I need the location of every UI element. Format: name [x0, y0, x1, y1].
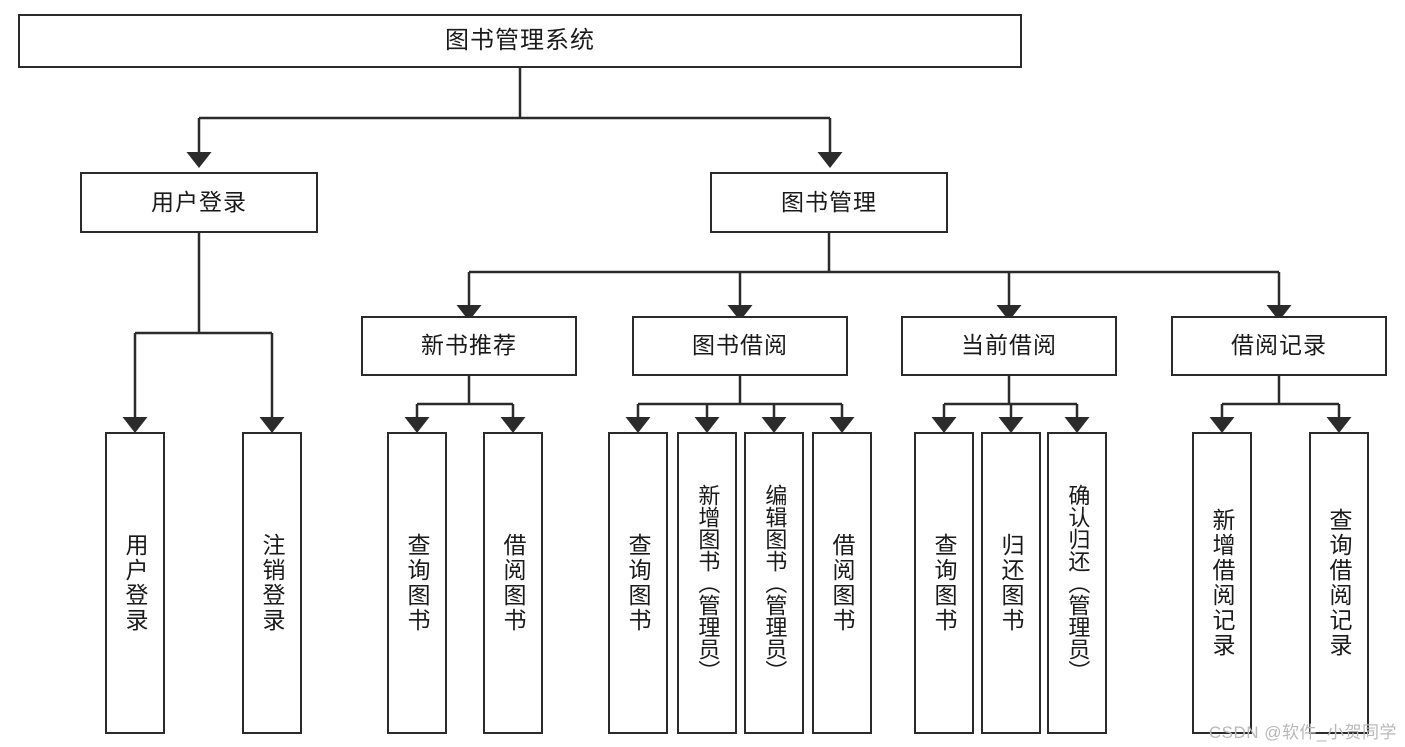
csdn-watermark: CSDN @软件_小贺同学 [1208, 723, 1397, 742]
leaf-borrow-edit-book-admin[interactable]: 编辑图书（管理员） [744, 432, 804, 734]
node-borrow-record[interactable]: 借阅记录 [1171, 316, 1387, 376]
leaf-borrow-query-book[interactable]: 查询图书 [608, 432, 668, 734]
leaf-user-login-signout[interactable]: 注销登录 [242, 432, 302, 734]
node-book-management[interactable]: 图书管理 [710, 172, 948, 233]
leaf-user-login-signin[interactable]: 用户登录 [105, 432, 165, 734]
leaf-record-add-record[interactable]: 新增借阅记录 [1192, 432, 1252, 734]
leaf-current-query-book[interactable]: 查询图书 [914, 432, 974, 734]
leaf-new-book-borrow[interactable]: 借阅图书 [483, 432, 543, 734]
node-current-borrow[interactable]: 当前借阅 [901, 316, 1117, 376]
leaf-current-return-book[interactable]: 归还图书 [981, 432, 1041, 734]
node-user-login[interactable]: 用户登录 [80, 172, 318, 233]
leaf-borrow-add-book-admin[interactable]: 新增图书（管理员） [677, 432, 737, 734]
node-root-system[interactable]: 图书管理系统 [18, 14, 1022, 68]
leaf-borrow-borrow-book[interactable]: 借阅图书 [812, 432, 872, 734]
node-new-book-recommend[interactable]: 新书推荐 [361, 316, 577, 376]
leaf-record-query-record[interactable]: 查询借阅记录 [1309, 432, 1369, 734]
leaf-current-confirm-return-admin[interactable]: 确认归还（管理员） [1047, 432, 1107, 734]
leaf-new-book-query[interactable]: 查询图书 [387, 432, 447, 734]
node-book-borrow[interactable]: 图书借阅 [632, 316, 848, 376]
